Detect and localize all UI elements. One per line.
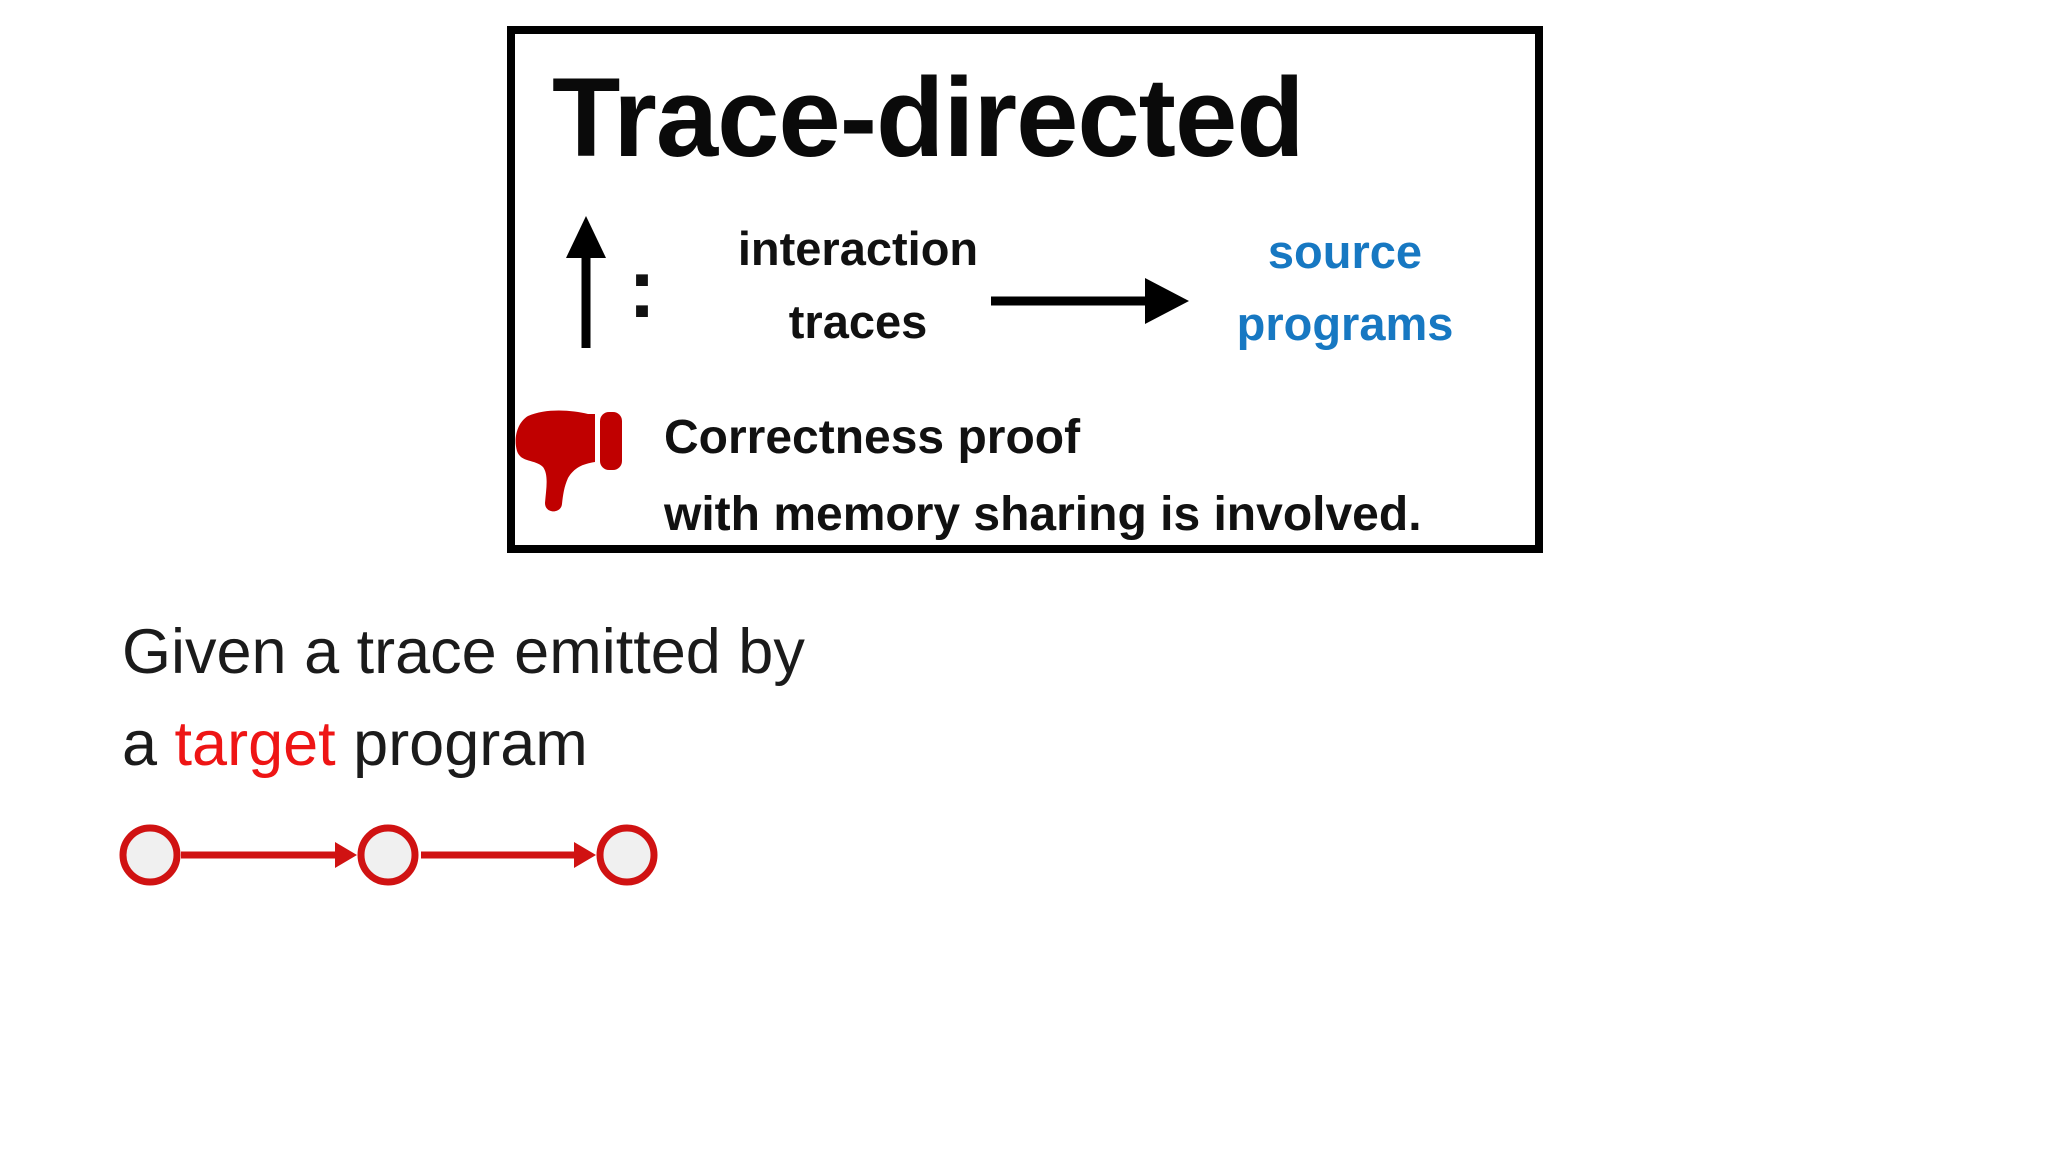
trace-node-1 <box>119 824 181 886</box>
method-box <box>507 26 1543 553</box>
trace-diagram <box>119 824 658 886</box>
input-line-1: interaction <box>737 222 979 275</box>
mapping-colon: : <box>628 241 656 335</box>
output-line-2: programs <box>1236 297 1454 350</box>
up-arrow-icon <box>566 216 606 348</box>
mapping-input-label: interaction traces <box>708 212 1008 358</box>
caption-line-1: Given a trace emitted by <box>122 617 805 687</box>
caption-line2-prefix: a <box>122 709 175 779</box>
trace-edge-2-arrowhead <box>574 842 596 868</box>
verdict-line-1: Correctness proof <box>664 411 1081 464</box>
trace-edge-1-arrowhead <box>335 842 357 868</box>
mapping-output-label: source programs <box>1195 216 1495 360</box>
caption-line2-suffix: program <box>335 709 588 779</box>
caption-line-2: a target program <box>122 698 805 790</box>
method-box-title: Trace-directed <box>552 55 1305 180</box>
trace-node-3 <box>596 824 658 886</box>
verdict-text: Correctness proof with memory sharing is… <box>664 399 1422 553</box>
output-line-1: source <box>1267 225 1423 278</box>
caption-target-word: target <box>174 709 336 779</box>
caption: Given a trace emitted by a target progra… <box>122 606 805 790</box>
trace-nodes <box>119 824 658 886</box>
right-arrow-icon <box>991 278 1189 324</box>
input-line-2: traces <box>788 295 928 348</box>
verdict-line-2: with memory sharing is involved. <box>664 488 1422 541</box>
thumbs-down-icon <box>515 410 622 512</box>
trace-edge-arrowheads <box>335 842 596 868</box>
trace-node-2 <box>357 824 419 886</box>
